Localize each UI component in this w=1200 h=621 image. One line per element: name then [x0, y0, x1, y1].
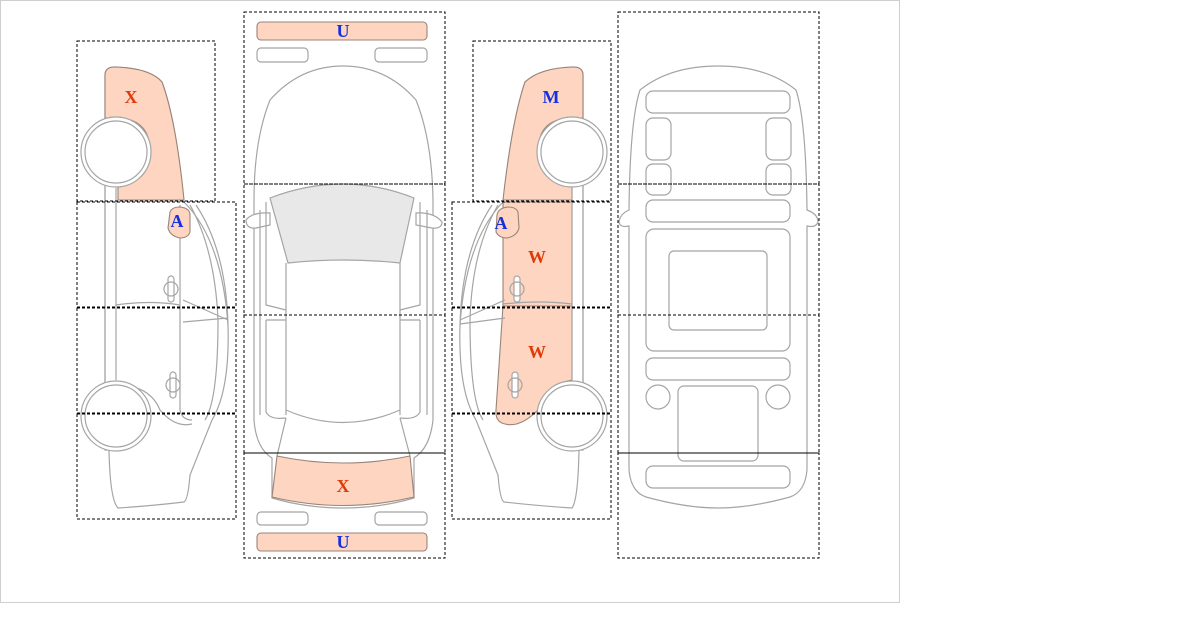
left-side-view: X A	[76, 40, 237, 520]
top-left-mirror	[245, 212, 271, 229]
left-mirror-label: A	[171, 211, 184, 231]
right-rear-door-handle	[511, 371, 519, 399]
interior-rear-panel	[677, 385, 759, 462]
underside-view	[617, 11, 820, 559]
zone-left-front-door[interactable]	[76, 201, 237, 308]
zone-roof[interactable]	[243, 314, 446, 454]
left-rear-wheel	[84, 384, 148, 448]
right-side-view: M W W A	[451, 40, 612, 520]
front-bumper-damage[interactable]	[256, 21, 428, 41]
left-front-wheel	[84, 120, 148, 184]
left-headlight	[256, 47, 309, 63]
zone-right-rear-quarter[interactable]	[451, 413, 612, 520]
right-front-fender-label: M	[543, 87, 560, 107]
interior-rear-bar	[645, 465, 791, 489]
right-mirror-label: A	[495, 213, 508, 233]
rear-hatch-damage[interactable]	[271, 455, 415, 506]
interior-front-bar	[645, 90, 791, 114]
right-front-door-label: W	[528, 247, 546, 267]
zone-rear[interactable]	[243, 452, 446, 559]
right-rear-door-label: W	[528, 342, 546, 362]
right-front-wheel	[540, 120, 604, 184]
zone-left-rear-door[interactable]	[76, 307, 237, 414]
zone-hood[interactable]	[243, 11, 446, 185]
right-taillight	[374, 511, 428, 526]
zone-underside-front[interactable]	[617, 11, 820, 185]
zone-right-front-door[interactable]	[451, 201, 612, 308]
zone-left-rear-quarter[interactable]	[76, 413, 237, 520]
top-body-outline	[253, 65, 434, 509]
rear-hatch-label: X	[337, 476, 350, 496]
right-rear-wheel	[540, 384, 604, 448]
left-front-door-handle	[167, 275, 175, 303]
zone-underside-cabin-rear[interactable]	[617, 314, 820, 454]
right-headlight	[374, 47, 428, 63]
zone-right-front-fender[interactable]	[472, 40, 612, 202]
interior-dash-bar	[645, 199, 791, 223]
left-mirror-damage[interactable]	[167, 206, 191, 239]
left-rear-door-handle	[169, 371, 177, 399]
windshield	[269, 183, 415, 264]
right-mirror-damage[interactable]	[495, 206, 520, 239]
top-view: U X U	[243, 11, 446, 559]
zone-right-rear-door[interactable]	[451, 307, 612, 414]
right-front-door-handle	[513, 275, 521, 303]
zone-underside-rear[interactable]	[617, 452, 820, 559]
left-taillight	[256, 511, 309, 526]
rear-bumper-label: U	[337, 532, 350, 552]
left-front-fender-label: X	[125, 87, 138, 107]
zone-left-front-fender[interactable]	[76, 40, 216, 202]
rear-bumper-damage[interactable]	[256, 532, 428, 552]
front-bumper-label: U	[337, 21, 350, 41]
interior-center-panel	[668, 250, 768, 331]
